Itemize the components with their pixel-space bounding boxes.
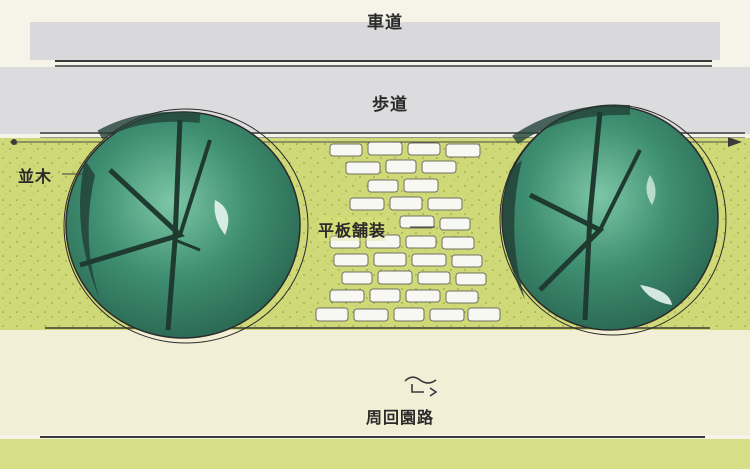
- roadway-band: [30, 22, 720, 60]
- street-tree-right: [499, 104, 727, 336]
- street-tree-left: [63, 108, 309, 344]
- label-flagstone-paving: 平板舗装: [318, 217, 387, 241]
- loop-path-band: [0, 330, 750, 435]
- label-roadway: 車道: [367, 13, 403, 33]
- flagstone-paving: [315, 141, 501, 322]
- label-loop-path: 周回園路: [366, 408, 435, 427]
- label-street-trees: 並木: [18, 167, 53, 186]
- arrow-icon: [404, 376, 438, 397]
- label-sidewalk: 歩道: [372, 95, 408, 115]
